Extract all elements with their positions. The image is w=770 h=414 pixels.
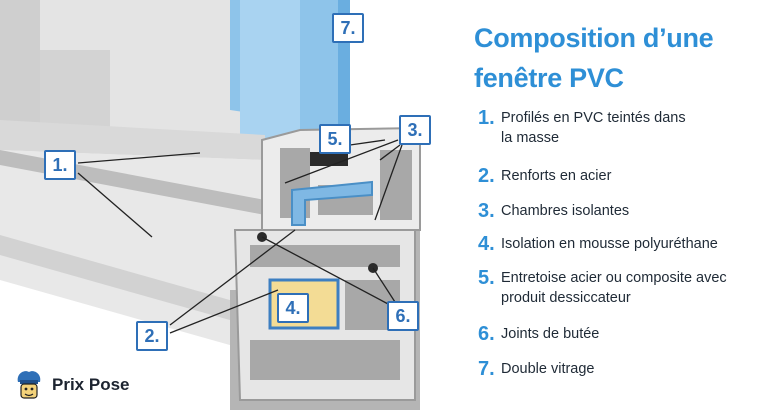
legend-item: 7. Double vitrage [478, 359, 595, 379]
legend-label: Renforts en acier [501, 168, 612, 184]
leader-1b [77, 172, 153, 238]
legend-item: 2. Renforts en acier [478, 166, 611, 186]
legend-number: 6. [478, 323, 495, 345]
legend-label: Entretoise acier ou composite avec produ… [501, 270, 727, 306]
callout-2: 2. [136, 321, 168, 351]
legend-number: 3. [478, 200, 495, 222]
brand-name: Prix Pose [52, 375, 130, 394]
callout-1: 1. [44, 150, 76, 180]
spacer-bar [310, 152, 348, 166]
legend-item: 6. Joints de butée [478, 324, 599, 344]
frame-top-shadow [40, 50, 110, 140]
callout-5: 5. [319, 124, 351, 154]
callout-3: 3. [399, 115, 431, 145]
window-cutaway-illustration [0, 0, 421, 410]
frame-chamber-1 [250, 245, 400, 267]
leader-2b [169, 289, 279, 334]
legend-item: 1. Profilés en PVC teintés dans la masse [478, 108, 691, 148]
legend-number: 7. [478, 358, 495, 380]
leader-3c [374, 144, 403, 221]
frame-chamber-3 [250, 340, 400, 380]
glass-pane-light [240, 0, 300, 160]
leader-6a [261, 236, 391, 306]
legend-number: 2. [478, 165, 495, 187]
legend-item: 3. Chambres isolantes [478, 201, 629, 221]
leader-1a [77, 152, 201, 164]
legend-item: 5. Entretoise acier ou composite avec pr… [478, 268, 751, 308]
leader-6b [372, 267, 396, 303]
leader-2a [169, 229, 296, 326]
legend-label: Chambres isolantes [501, 203, 630, 219]
legend-label: Joints de butée [501, 326, 600, 342]
sill-lower-edge [0, 235, 265, 330]
brand-logo: Prix Pose [14, 368, 130, 402]
legend-item: 4. Isolation en mousse polyuréthane [478, 234, 718, 254]
legend-label: Isolation en mousse polyuréthane [501, 236, 718, 252]
legend-label: Double vitrage [501, 361, 595, 377]
leader-3b [379, 144, 401, 161]
callout-4: 4. [277, 293, 309, 323]
legend-number: 4. [478, 233, 495, 255]
leader-5 [349, 139, 386, 146]
callout-7: 7. [332, 13, 364, 43]
page-title: Composition d’une fenêtre PVC [474, 23, 714, 93]
legend-number: 5. [478, 267, 495, 289]
callout-6: 6. [387, 301, 419, 331]
steel-reinforcement [291, 180, 373, 226]
legend-number: 1. [478, 107, 495, 129]
leader-3a [284, 139, 399, 184]
chef-mascot-icon [17, 371, 41, 399]
legend-label: Profilés en PVC teintés dans la masse [501, 110, 686, 146]
